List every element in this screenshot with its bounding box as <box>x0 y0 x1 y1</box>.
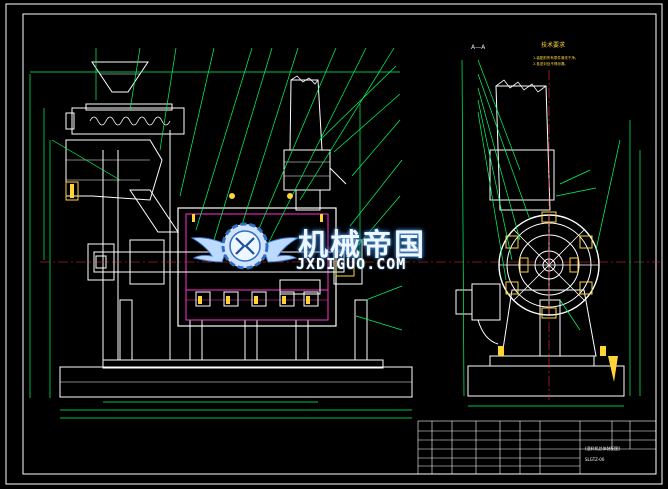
drawing-frame <box>22 13 657 475</box>
title-block-title: (混料机总体装配图) <box>585 446 621 451</box>
watermark-url: JXDIGUO.COM <box>296 255 407 273</box>
feed-chute <box>65 139 163 201</box>
technical-notes-title: 技术要求 <box>541 42 566 49</box>
pedestal <box>501 289 597 357</box>
title-block-drawing-number: SLGTZ-00 <box>585 457 605 462</box>
section-view-a-a <box>455 59 641 407</box>
gear-wings-logo-icon <box>190 222 300 270</box>
technical-note-line: 1.装配前所有零件清洗干净。 <box>533 56 579 60</box>
watermark-logo-text: 机械帝国 <box>298 228 426 263</box>
title-block <box>417 420 657 475</box>
main-view <box>29 47 660 419</box>
screw-feeder <box>71 107 185 135</box>
sheet-border <box>5 3 663 485</box>
feed-hopper <box>91 61 149 93</box>
vertical-duct <box>289 79 323 151</box>
section-label: A—A <box>471 44 486 51</box>
technical-note-line: 2.各密封处不得渗漏。 <box>533 62 568 66</box>
